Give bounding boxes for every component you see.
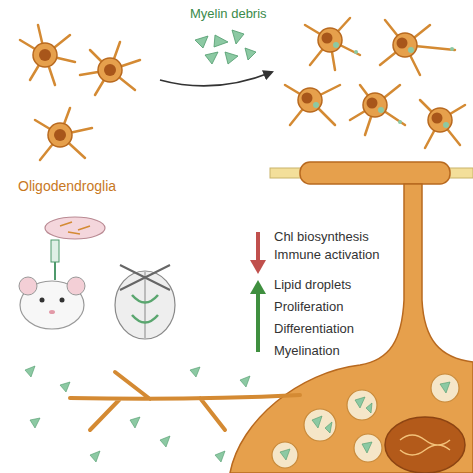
effect-label: Lipid droplets [274,277,351,293]
effect-label: Immune activation [274,247,380,263]
effect-label: Myelination [274,343,340,359]
effect-label: Chl biosynthesis [274,229,369,245]
input-label: Myelin debris [190,6,267,22]
effect-label: Proliferation [274,299,343,315]
cell-type-label: Oligodendroglia [18,178,116,194]
effect-label: Differentiation [274,321,354,337]
